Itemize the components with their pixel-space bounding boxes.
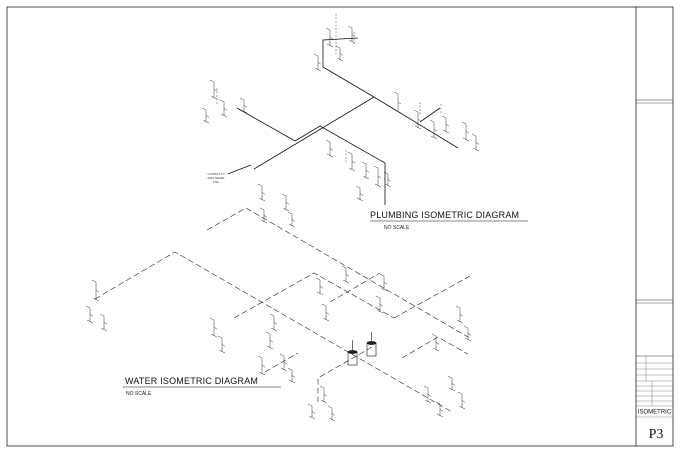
title-block: ISOMETRIC P3 [635, 7, 673, 446]
cold-water-main [206, 207, 469, 338]
plumbing-fixture [373, 165, 382, 188]
water-fixture [287, 367, 296, 384]
sewer-connection [227, 164, 252, 175]
water-fixture [423, 385, 432, 404]
plumbing-scale-note: NO SCALE [384, 225, 410, 231]
revision-table [636, 356, 673, 418]
water-fixture [321, 303, 330, 322]
water-heater-icon [366, 332, 377, 357]
water-fixture [269, 313, 278, 332]
water-branch [264, 352, 299, 373]
water-fixture [447, 375, 456, 392]
plumbing-fixtures [201, 25, 480, 202]
connect-note-line-2: MAIN SEWER [208, 176, 225, 180]
sheet-number: P3 [649, 427, 664, 442]
plumbing-fixture [347, 151, 356, 172]
water-branch [317, 346, 373, 402]
water-fixture [431, 333, 440, 352]
water-fixture [435, 401, 444, 418]
plumbing-fixture [429, 119, 438, 140]
water-branch [329, 272, 381, 303]
plumbing-fixture [209, 79, 218, 100]
main-sewer-line [253, 96, 459, 170]
plumbing-isometric-diagram [227, 37, 459, 205]
water-fixture [91, 279, 100, 302]
water-scale-note: NO SCALE [126, 391, 152, 397]
plumbing-fixture [325, 27, 334, 48]
plumbing-fixture [413, 109, 422, 130]
plumbing-fixture [239, 97, 248, 114]
plumbing-fixture [393, 91, 402, 114]
branch-line [322, 37, 375, 98]
water-fixture [279, 353, 288, 372]
water-fixture [209, 317, 218, 338]
sheet-border [6, 6, 674, 447]
connect-note-line-1: CONNECT TO [207, 172, 224, 176]
hot-water-main [94, 251, 453, 413]
water-heaters [347, 332, 377, 366]
water-isometric-diagram [94, 207, 471, 413]
water-fixture [287, 211, 296, 228]
water-branch [393, 275, 471, 319]
water-diagram-title: WATER ISOMETRIC DIAGRAM [125, 376, 258, 386]
branch-line [236, 107, 296, 142]
water-fixture [307, 403, 316, 420]
water-fixture [217, 335, 226, 354]
plumbing-fixture [325, 139, 334, 158]
connect-note-line-3: LINE [213, 180, 219, 184]
vent-lines [216, 14, 442, 162]
water-fixture [375, 295, 384, 314]
plumbing-fixture [219, 99, 228, 118]
water-fixture [457, 391, 466, 410]
branch-line [294, 125, 386, 205]
water-fixture [257, 355, 266, 376]
plumbing-fixture [383, 171, 392, 188]
plumbing-fixture [355, 185, 364, 202]
water-fixture [327, 405, 336, 422]
plumbing-fixture [201, 107, 210, 124]
water-fixture [463, 325, 472, 342]
water-fixture [319, 385, 328, 404]
water-fixture [99, 313, 108, 332]
plumbing-fixture [441, 115, 450, 134]
water-fixture [259, 207, 268, 224]
water-fixtures [85, 183, 472, 422]
drawing-title: ISOMETRIC [638, 410, 672, 416]
plumbing-fixture [461, 121, 470, 142]
water-fixture [455, 305, 464, 324]
water-fixture [315, 277, 324, 296]
plumbing-fixture [313, 53, 322, 72]
water-fixture [379, 273, 388, 292]
water-branch [233, 272, 395, 319]
water-heater-icon [347, 340, 358, 366]
water-fixture [85, 305, 94, 324]
water-fixture [265, 331, 274, 350]
plumbing-fixture [335, 45, 344, 62]
branch-line [419, 107, 441, 123]
plumbing-fixture [361, 161, 370, 180]
water-branch [401, 336, 469, 359]
water-fixture [281, 193, 290, 212]
plumbing-fixture [471, 133, 480, 152]
water-fixture [341, 265, 350, 284]
water-fixture [257, 183, 266, 202]
plumbing-diagram-title: PLUMBING ISOMETRIC DIAGRAM [370, 210, 519, 220]
